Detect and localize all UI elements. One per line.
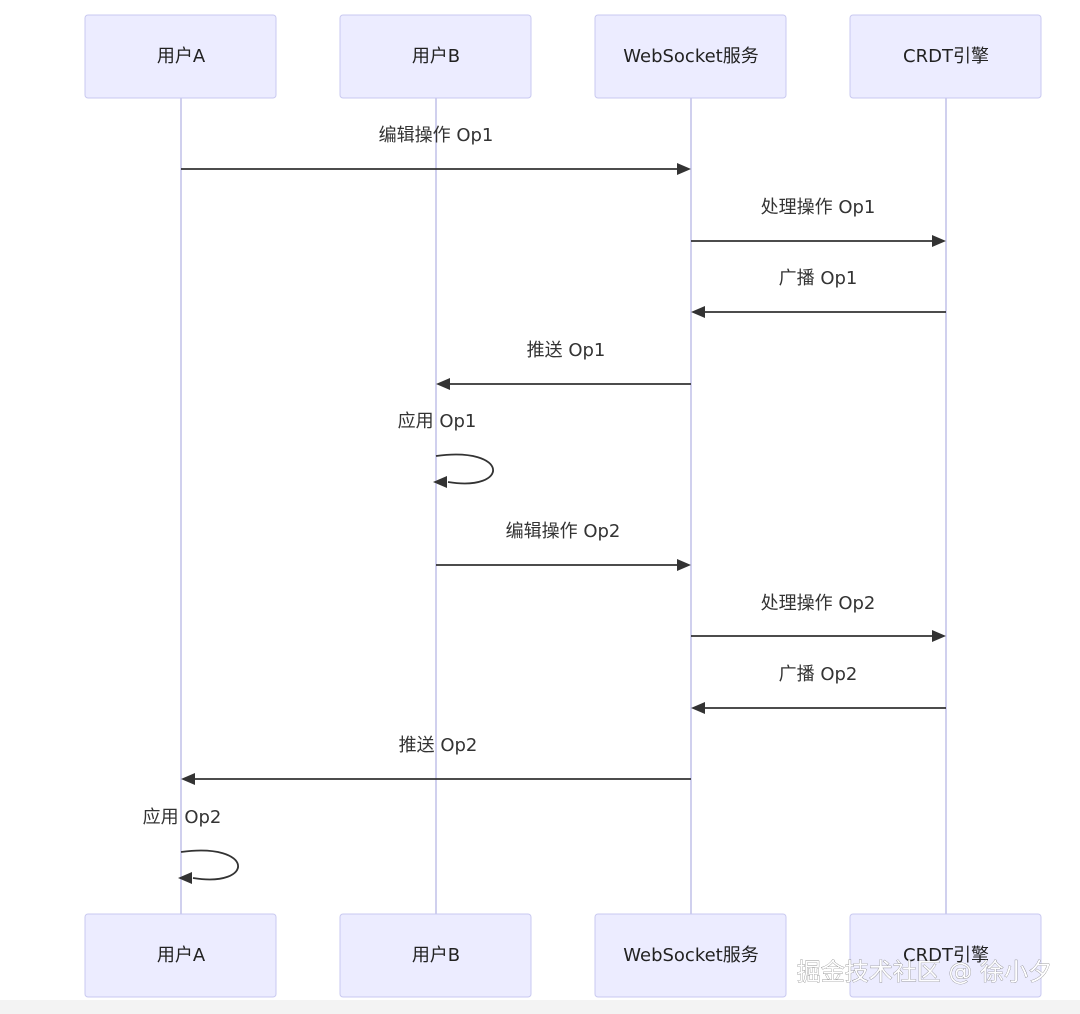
actor-user-b-top: 用户B (339, 14, 532, 99)
message-6: 编辑操作 Op2 (436, 521, 691, 571)
message-label-1: 编辑操作 Op1 (379, 125, 494, 146)
message-4: 推送 Op1 (436, 340, 691, 390)
message-label-10: 应用 Op2 (143, 807, 222, 828)
message-self-loop-10 (180, 849, 239, 881)
actor-user-a-bottom: 用户A (84, 913, 277, 998)
message-label-4: 推送 Op1 (527, 340, 606, 361)
actor-label-user-a-top: 用户A (157, 46, 206, 67)
message-label-5: 应用 Op1 (398, 411, 477, 432)
message-8: 广播 Op2 (691, 664, 946, 714)
message-1: 编辑操作 Op1 (181, 125, 691, 175)
message-9: 推送 Op2 (181, 735, 691, 785)
arrowhead-10 (178, 872, 192, 884)
message-label-8: 广播 Op2 (779, 664, 858, 685)
message-label-9: 推送 Op2 (399, 735, 478, 756)
arrowhead-3 (691, 306, 705, 318)
actor-label-websocket-bottom: WebSocket服务 (623, 945, 759, 966)
message-5: 应用 Op1 (398, 411, 494, 488)
actor-label-user-a-bottom: 用户A (157, 945, 206, 966)
actor-label-websocket-top: WebSocket服务 (623, 46, 759, 67)
actor-label-user-b-bottom: 用户B (412, 945, 460, 966)
actor-label-user-b-top: 用户B (412, 46, 460, 67)
message-3: 广播 Op1 (691, 268, 946, 318)
actor-user-b-bottom: 用户B (339, 913, 532, 998)
message-label-2: 处理操作 Op1 (761, 197, 876, 218)
actors-top: 用户A 用户B WebSocket服务 CRDT引擎 (84, 14, 1042, 99)
message-self-loop-5 (435, 453, 494, 485)
actor-label-crdt-bottom: CRDT引擎 (903, 945, 989, 966)
lifelines (180, 98, 947, 914)
actors-bottom: 用户A 用户B WebSocket服务 CRDT引擎 (84, 913, 1042, 998)
bottom-fade-strip (0, 1000, 1080, 1014)
arrowhead-8 (691, 702, 705, 714)
message-label-3: 广播 Op1 (779, 268, 858, 289)
arrowhead-7 (932, 630, 946, 642)
arrowhead-5 (433, 476, 447, 488)
actor-websocket-bottom: WebSocket服务 (594, 913, 787, 998)
arrowhead-6 (677, 559, 691, 571)
message-label-7: 处理操作 Op2 (761, 593, 876, 614)
message-label-6: 编辑操作 Op2 (506, 521, 621, 542)
actor-websocket-top: WebSocket服务 (594, 14, 787, 99)
actor-crdt-top: CRDT引擎 (849, 14, 1042, 99)
arrowhead-2 (932, 235, 946, 247)
message-10: 应用 Op2 (143, 807, 239, 884)
arrowhead-4 (436, 378, 450, 390)
message-2: 处理操作 Op1 (691, 197, 946, 247)
actor-crdt-bottom: CRDT引擎 (849, 913, 1042, 998)
watermark: 掘金技术社区 @ 徐小夕 (797, 958, 1052, 986)
message-7: 处理操作 Op2 (691, 593, 946, 642)
messages: 编辑操作 Op1 处理操作 Op1 广播 Op1 推送 Op1 应用 Op1 (143, 125, 946, 884)
actor-user-a-top: 用户A (84, 14, 277, 99)
actor-label-crdt-top: CRDT引擎 (903, 46, 989, 67)
arrowhead-9 (181, 773, 195, 785)
arrowhead-1 (677, 163, 691, 175)
